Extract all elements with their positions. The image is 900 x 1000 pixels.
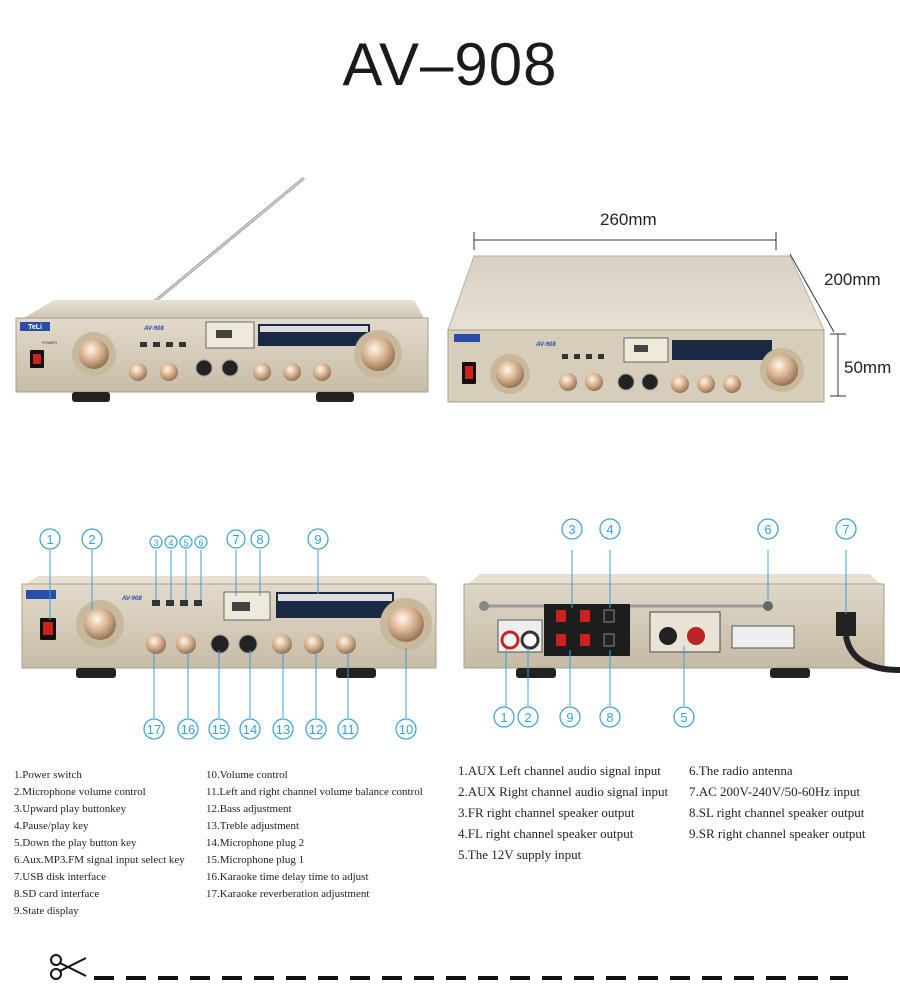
svg-text:AV-908: AV-908 bbox=[535, 342, 556, 348]
dimension-depth: 200mm bbox=[824, 270, 881, 289]
front-callout-17: 17 bbox=[147, 722, 161, 737]
legend-item: 13.Treble adjustment bbox=[206, 820, 300, 832]
front-legend-column-1: 1.Power switch 2.Microphone volume contr… bbox=[14, 767, 185, 920]
rear-legend-column-1: 1.AUX Left channel audio signal input 2.… bbox=[458, 760, 668, 865]
legend-item: 9.SR right channel speaker output bbox=[689, 826, 866, 841]
rear-legend-column-2: 6.The radio antenna 7.AC 200V-240V/50-60… bbox=[689, 760, 866, 844]
front-callout-6: 6 bbox=[198, 538, 203, 548]
cut-line bbox=[50, 954, 848, 980]
front-callout-2: 2 bbox=[88, 532, 95, 547]
rear-callout-7: 7 bbox=[842, 522, 849, 537]
rear-callout-6: 6 bbox=[764, 522, 771, 537]
legend-item: 5.The 12V supply input bbox=[458, 847, 582, 862]
front-callout-1: 1 bbox=[46, 532, 53, 547]
front-callout-11: 11 bbox=[341, 722, 355, 737]
front-callout-16: 16 bbox=[181, 722, 195, 737]
front-callout-14: 14 bbox=[243, 722, 257, 737]
legend-item: 8.SD card interface bbox=[14, 888, 100, 900]
legend-item: 9.State display bbox=[14, 905, 79, 917]
legend-item: 3.FR right channel speaker output bbox=[458, 805, 635, 820]
front-legend-column-2: 10.Volume control 11.Left and right chan… bbox=[206, 767, 423, 903]
legend-item: 15.Microphone plug 1 bbox=[206, 854, 305, 866]
dimension-width: 260mm bbox=[600, 210, 657, 229]
legend-item: 16.Karaoke time delay time to adjust bbox=[206, 871, 369, 883]
svg-text:POWER: POWER bbox=[42, 340, 57, 345]
legend-item: 12.Bass adjustment bbox=[206, 803, 292, 815]
rear-callout-4: 4 bbox=[606, 522, 613, 537]
legend-item: 6.The radio antenna bbox=[689, 763, 793, 778]
legend-item: 3.Upward play buttonkey bbox=[14, 803, 127, 815]
scissors-icon bbox=[50, 954, 87, 980]
front-callout-8: 8 bbox=[256, 532, 263, 547]
rear-callout-1: 1 bbox=[500, 710, 507, 725]
legend-item: 7.AC 200V-240V/50-60Hz input bbox=[689, 784, 861, 799]
legend-item: 2.Microphone volume control bbox=[14, 786, 146, 798]
front-callout-5: 5 bbox=[183, 538, 188, 548]
rear-callout-2: 2 bbox=[524, 710, 531, 725]
dimension-lines bbox=[473, 232, 846, 397]
legend-item: 8.SL right channel speaker output bbox=[689, 805, 865, 820]
front-callout-15: 15 bbox=[212, 722, 226, 737]
front-callout-12: 12 bbox=[309, 722, 323, 737]
legend-item: 5.Down the play button key bbox=[14, 837, 137, 849]
rear-callout-5: 5 bbox=[680, 710, 687, 725]
front-callout-3: 3 bbox=[153, 538, 158, 548]
amplifier-front-photo: TeLi POWER AV-908 bbox=[15, 176, 429, 402]
svg-text:AV-908: AV-908 bbox=[143, 326, 164, 332]
dimension-height: 50mm bbox=[844, 358, 892, 377]
front-callout-4: 4 bbox=[168, 538, 173, 548]
legend-item: 7.USB disk interface bbox=[14, 871, 106, 883]
page-title: AV–908 bbox=[342, 31, 558, 98]
legend-item: 4.Pause/play key bbox=[14, 820, 89, 832]
front-callout-9: 9 bbox=[314, 532, 321, 547]
front-panel-diagram: AV-908 1 bbox=[21, 528, 437, 740]
front-callout-13: 13 bbox=[276, 722, 290, 737]
legend-item: 17.Karaoke reverberation adjustment bbox=[206, 888, 370, 900]
legend-item: 14.Microphone plug 2 bbox=[206, 837, 305, 849]
legend-item: 11.Left and right channel volume balance… bbox=[206, 786, 423, 798]
legend-item: 1.Power switch bbox=[14, 769, 82, 781]
legend-item: 1.AUX Left channel audio signal input bbox=[458, 763, 661, 778]
legend-item: 6.Aux.MP3.FM signal input select key bbox=[14, 854, 185, 866]
legend-item: 4.FL right channel speaker output bbox=[458, 826, 634, 841]
front-callout-10: 10 bbox=[399, 722, 413, 737]
svg-text:AV-908: AV-908 bbox=[121, 596, 142, 602]
rear-callout-8: 8 bbox=[606, 710, 613, 725]
legend-item: 2.AUX Right channel audio signal input bbox=[458, 784, 669, 799]
rear-callout-9: 9 bbox=[566, 710, 573, 725]
front-callout-7: 7 bbox=[232, 532, 239, 547]
rear-callout-3: 3 bbox=[568, 522, 575, 537]
amplifier-dimension-photo: AV-908 bbox=[447, 255, 825, 403]
legend-item: 10.Volume control bbox=[206, 769, 288, 781]
brand-logo: TeLi bbox=[28, 324, 42, 331]
rear-panel-diagram: 3 4 6 7 1 2 9 8 5 bbox=[463, 518, 900, 728]
